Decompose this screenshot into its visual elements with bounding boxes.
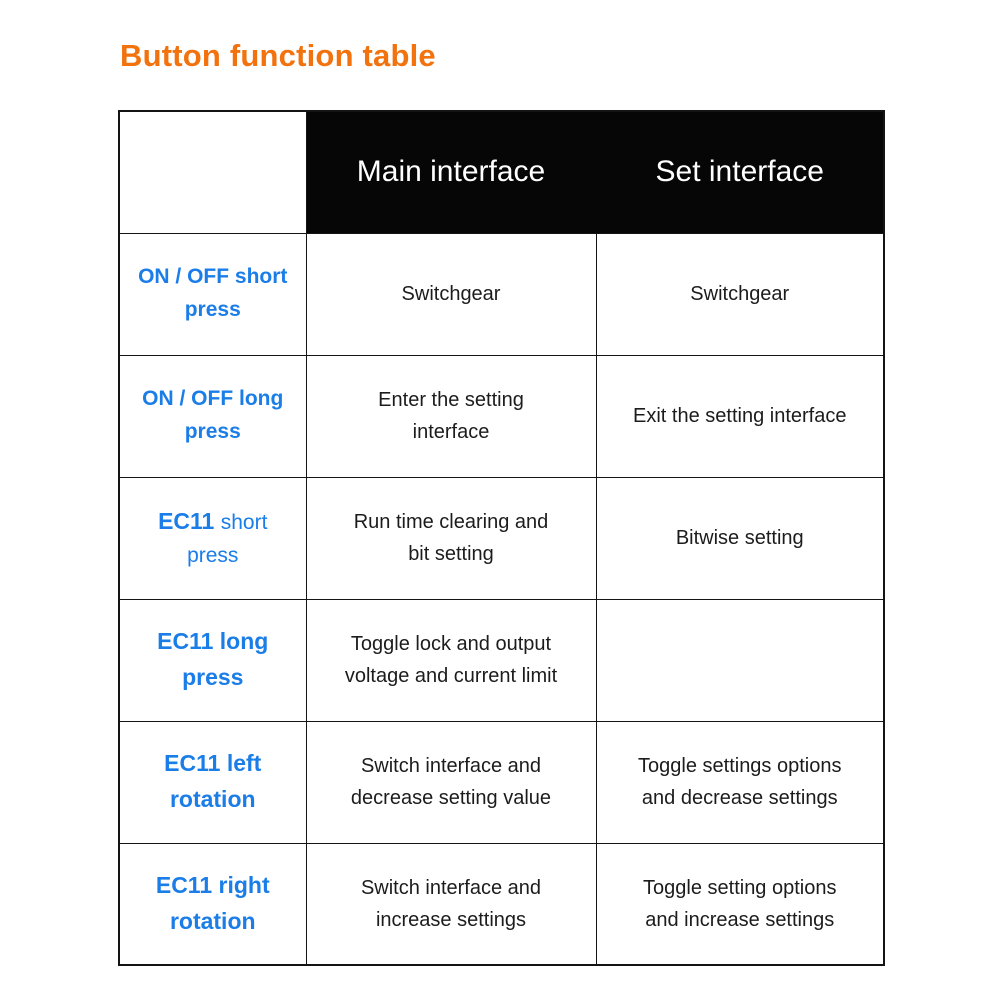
row-label-segment: ON / OFF short press — [138, 265, 288, 321]
main-interface-cell: Switch interface and decrease setting va… — [305, 720, 597, 844]
set-interface-cell: Toggle setting options and increase sett… — [595, 842, 885, 966]
row-label-segment: EC11 right rotation — [155, 872, 270, 934]
set-interface-cell: Exit the setting interface — [595, 354, 885, 478]
header-row: Main interface Set interface — [118, 110, 885, 234]
row-label-segment: EC11 long press — [157, 628, 269, 690]
set-interface-cell: Toggle settings options and decrease set… — [595, 720, 885, 844]
table-row: EC11 right rotation Switch interface and … — [118, 842, 885, 966]
set-interface-cell — [595, 598, 885, 722]
button-function-table: Main interface Set interface ON / OFF sh… — [118, 110, 885, 966]
main-interface-cell: Run time clearing and bit setting — [305, 476, 597, 600]
main-interface-cell: Switch interface and increase settings — [305, 842, 597, 966]
row-label-segment: EC11 — [158, 507, 221, 534]
row-label: ON / OFF short press — [118, 232, 307, 356]
corner-cell — [118, 110, 307, 234]
row-label: ON / OFF long press — [118, 354, 307, 478]
row-label-segment: short press — [187, 510, 268, 567]
row-label-segment: EC11 left rotation — [164, 750, 262, 812]
set-interface-cell: Bitwise setting — [595, 476, 885, 600]
column-header-main-interface: Main interface — [305, 110, 597, 234]
table-row: ON / OFF long press Enter the setting int… — [118, 354, 885, 478]
row-label: EC11 short press — [118, 476, 307, 600]
table-row: EC11 left rotation Switch interface and d… — [118, 720, 885, 844]
page-title: Button function table — [120, 38, 436, 73]
row-label: EC11 long press — [118, 598, 307, 722]
row-label-segment: ON / OFF long press — [142, 387, 284, 443]
column-header-set-interface: Set interface — [595, 110, 885, 234]
set-interface-cell: Switchgear — [595, 232, 885, 356]
row-label: EC11 left rotation — [118, 720, 307, 844]
main-interface-cell: Switchgear — [305, 232, 597, 356]
row-label: EC11 right rotation — [118, 842, 307, 966]
table-row: EC11 long press Toggle lock and output vo… — [118, 598, 885, 722]
main-interface-cell: Enter the setting interface — [305, 354, 597, 478]
main-interface-cell: Toggle lock and output voltage and curre… — [305, 598, 597, 722]
